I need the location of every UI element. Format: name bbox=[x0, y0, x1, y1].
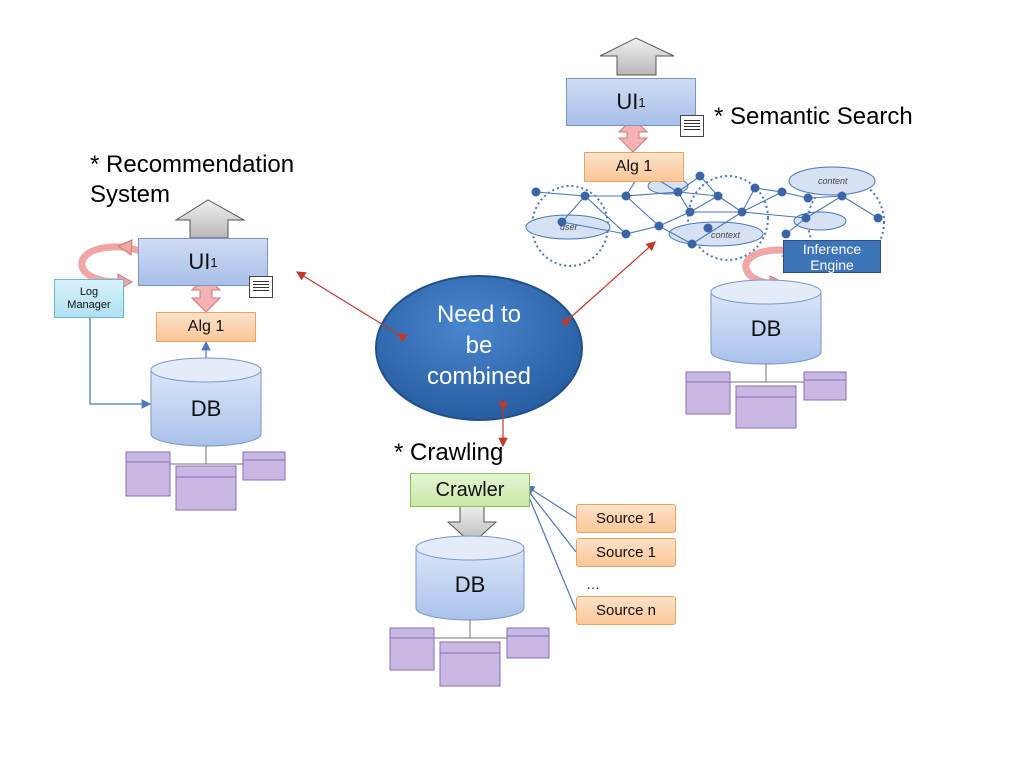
ontology-label-user: user bbox=[560, 222, 578, 232]
sem-output-arrow bbox=[599, 37, 675, 76]
crawl-db-cylinder bbox=[415, 535, 525, 621]
rec-cycle-arrow-head-2 bbox=[116, 239, 133, 256]
sem-db-cylinder bbox=[710, 279, 822, 365]
rec-db-cylinder bbox=[150, 357, 262, 447]
source-ellipsis: … bbox=[586, 576, 600, 592]
recommendation-title: * Recommendation System bbox=[90, 151, 295, 208]
connector-to-semantic bbox=[560, 241, 656, 328]
sem-document-icon bbox=[680, 115, 704, 137]
crawl-db-label: DB bbox=[454, 572, 486, 597]
sem-ui-sub: 1 bbox=[638, 94, 646, 110]
semantic-title: * Semantic Search bbox=[714, 103, 913, 130]
rec-db-tables bbox=[125, 446, 286, 511]
source-box-n: Source n bbox=[576, 596, 676, 625]
ontology-label-content: content bbox=[818, 176, 848, 186]
sem-ui-label: UI bbox=[616, 89, 639, 114]
rec-output-arrow bbox=[174, 199, 246, 239]
center-node bbox=[375, 275, 583, 421]
crawling-title: * Crawling bbox=[394, 439, 504, 466]
source-box-1: Source 1 bbox=[576, 504, 676, 533]
sem-db-tables bbox=[685, 364, 847, 429]
crawler-box: Crawler bbox=[410, 473, 530, 507]
log-manager-box: Log Manager bbox=[54, 279, 124, 318]
center-label: Need to be combined bbox=[426, 301, 532, 390]
ontology-label-context: context bbox=[711, 230, 741, 240]
crawl-down-arrow bbox=[446, 503, 498, 545]
inference-engine-box: Inference Engine bbox=[783, 240, 881, 273]
source-connectors bbox=[524, 485, 577, 611]
log-to-db-line bbox=[89, 318, 152, 409]
source-box-2: Source 1 bbox=[576, 538, 676, 567]
rec-alg-box: Alg 1 bbox=[156, 312, 256, 342]
sem-db-label: DB bbox=[750, 316, 782, 341]
connector-to-recommendation bbox=[295, 271, 408, 343]
rec-ui-sub: 1 bbox=[210, 254, 218, 270]
rec-db-label: DB bbox=[190, 396, 222, 421]
crawl-db-tables bbox=[389, 620, 550, 687]
sem-alg-box: Alg 1 bbox=[584, 152, 684, 182]
rec-ui-label: UI bbox=[188, 249, 211, 274]
rec-document-icon bbox=[249, 276, 273, 298]
